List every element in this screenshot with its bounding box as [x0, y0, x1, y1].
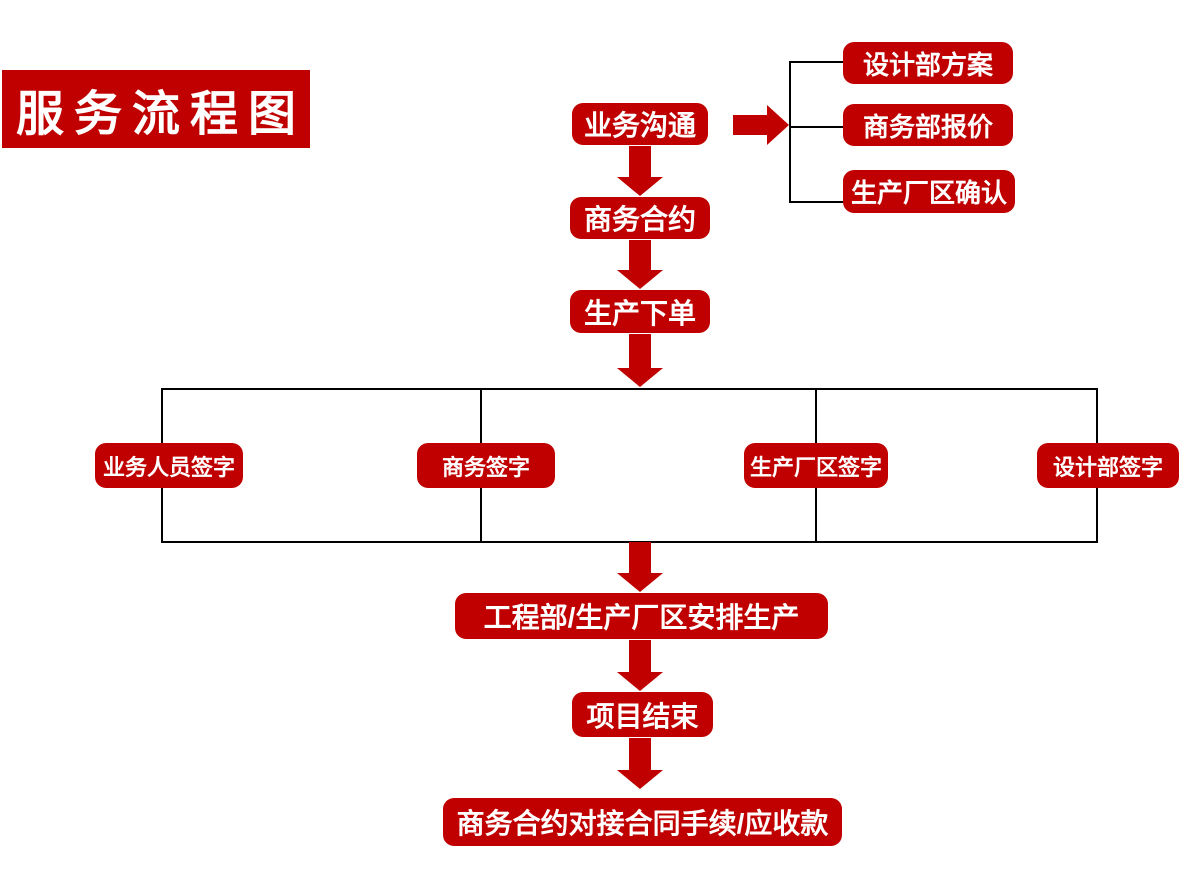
down-arrow-icon-4 [617, 542, 663, 592]
node-business-communication: 业务沟通 [572, 103, 708, 145]
down-arrow-icon-6 [617, 738, 663, 789]
right-arrow-head [767, 105, 789, 145]
page-title-text: 服务流程图 [15, 88, 306, 141]
node-contract-procedures-receivables: 商务合约对接合同手续/应收款 [443, 798, 842, 846]
down-arrow-icon-1 [617, 146, 663, 196]
signature-grid-rectangle [161, 388, 1098, 543]
node-commerce-dept-quote: 商务部报价 [843, 104, 1013, 146]
node-plant-confirmation: 生产厂区确认 [843, 170, 1015, 213]
right-arrow-stem [733, 115, 768, 135]
node-project-end: 项目结束 [572, 692, 713, 737]
node-plant-signature: 生产厂区签字 [744, 443, 888, 488]
node-label: 生产厂区签字 [749, 454, 882, 480]
node-label: 生产厂区确认 [850, 178, 1007, 208]
branch-bracket-bottom-line [789, 201, 847, 203]
down-arrow-icon-5 [617, 640, 663, 691]
branch-bracket-top-line [789, 61, 847, 63]
node-label: 项目结束 [586, 700, 699, 732]
page-title: 服务流程图 [2, 70, 310, 148]
node-label: 商务部报价 [862, 111, 993, 142]
node-label: 生产下单 [583, 297, 696, 329]
node-label: 设计部方案 [862, 49, 993, 80]
node-design-dept-plan: 设计部方案 [843, 42, 1013, 84]
node-label: 业务沟通 [583, 110, 696, 141]
branch-bracket-vertical-line [789, 61, 791, 203]
node-label: 商务合约 [583, 204, 696, 235]
node-production-order: 生产下单 [570, 290, 710, 333]
down-arrow-icon-2 [617, 240, 663, 289]
node-commerce-signature: 商务签字 [417, 443, 555, 488]
node-design-dept-signature: 设计部签字 [1037, 443, 1179, 488]
node-label: 商务签字 [441, 454, 530, 480]
node-arrange-production: 工程部/生产厂区安排生产 [455, 593, 828, 639]
node-label: 工程部/生产厂区安排生产 [483, 602, 800, 633]
node-label: 设计部签字 [1052, 454, 1163, 480]
node-sales-staff-signature: 业务人员签字 [95, 443, 243, 488]
branch-bracket-middle-line [789, 126, 847, 128]
node-label: 业务人员签字 [102, 454, 235, 480]
right-arrow-icon [733, 105, 789, 145]
node-label: 商务合约对接合同手续/应收款 [456, 808, 829, 839]
down-arrow-icon-3 [617, 334, 663, 387]
node-business-contract: 商务合约 [570, 197, 710, 239]
